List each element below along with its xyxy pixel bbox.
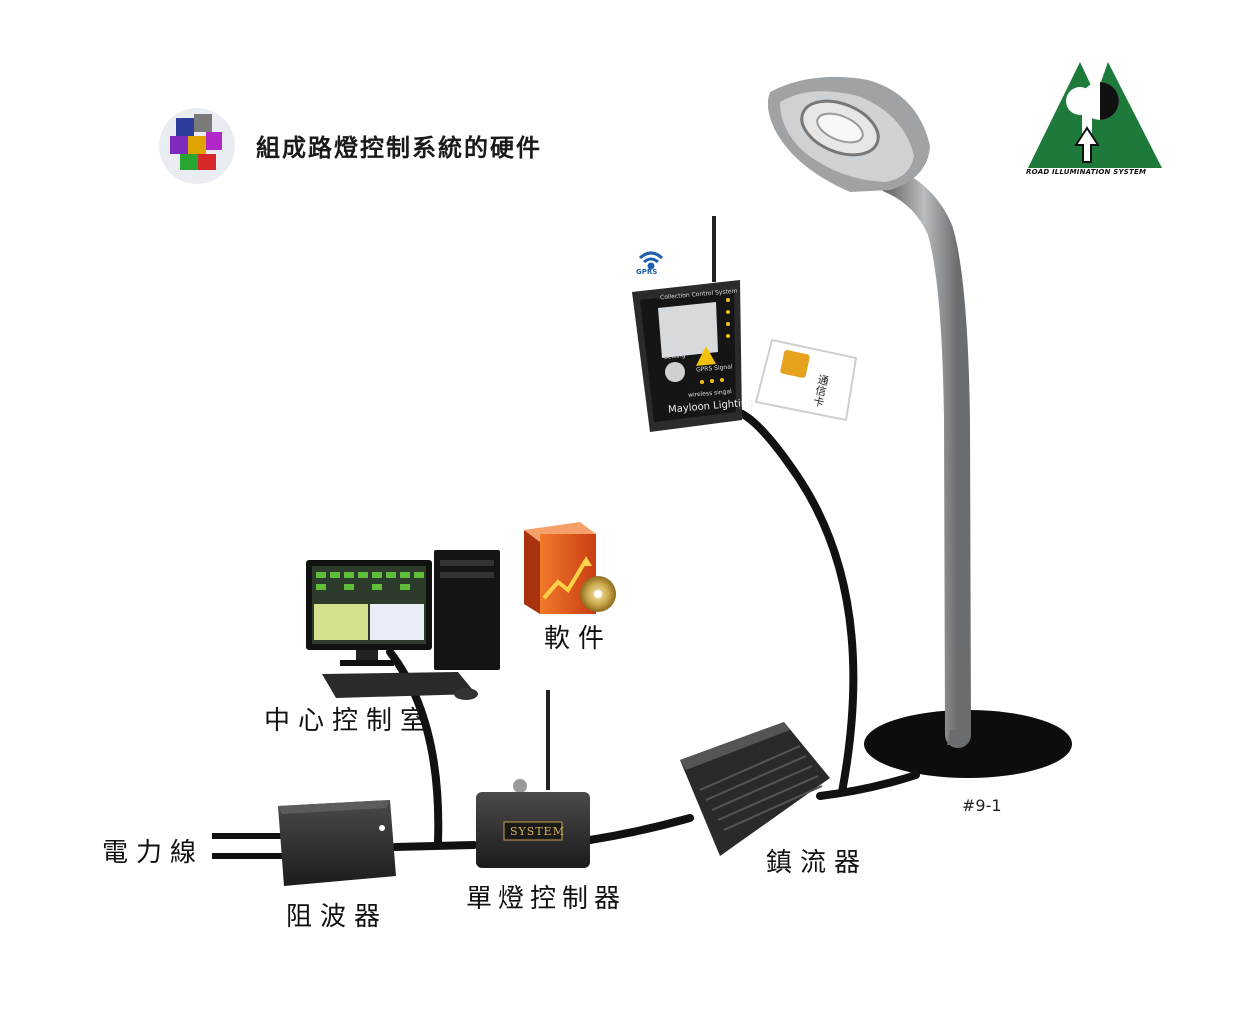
logo-caption: ROAD ILLUMINATION SYSTEM: [1026, 168, 1147, 176]
single-lamp-controller-label: 單燈控制器: [466, 884, 627, 914]
road-illumination-logo: [1028, 62, 1162, 168]
software-box: [524, 522, 616, 614]
lamp-id-label: #9-1: [962, 796, 1002, 815]
single-lamp-controller-device: [476, 690, 590, 868]
power-line-label: 電力線: [102, 838, 205, 868]
power-line-wires: [212, 833, 282, 859]
puzzle-icon: [159, 108, 235, 184]
street-lamp: [767, 76, 1072, 778]
ballast-device: [680, 722, 830, 856]
control-room-computer: [306, 550, 500, 700]
control-room-label: 中心控制室: [264, 706, 435, 736]
filter-device: [278, 800, 396, 886]
wifi-icon: [638, 251, 664, 270]
ballast-label: 鎮流器: [766, 848, 869, 878]
gprs-label: GPRS: [636, 268, 658, 276]
concentrator-device: [632, 216, 742, 432]
cables: [386, 408, 920, 851]
page-title: 組成路燈控制系統的硬件: [256, 134, 542, 162]
controller-box-text: SYSTEM: [510, 825, 565, 838]
filter-label: 阻波器: [286, 902, 389, 932]
software-label: 軟件: [544, 624, 613, 654]
sim-card: [754, 338, 858, 422]
